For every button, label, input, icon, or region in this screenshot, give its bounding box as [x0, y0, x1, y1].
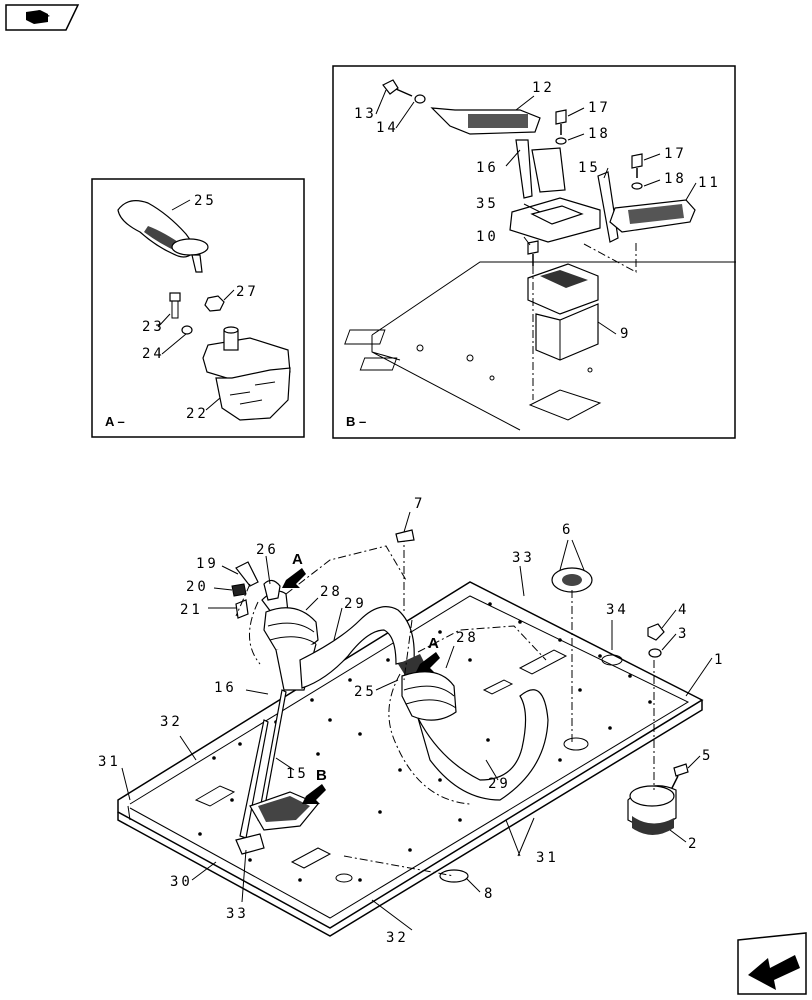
callout-4: 4 [678, 602, 689, 618]
book-arrow-icon [26, 10, 50, 24]
prev-page-button[interactable] [5, 4, 80, 31]
callout-33b: 33 [512, 550, 535, 566]
callout-16: 16 [476, 160, 499, 176]
callout-33a: 33 [226, 906, 249, 922]
callout-32b: 32 [386, 930, 409, 946]
svg-text:A: A [428, 635, 439, 652]
callout-15b: 15 [286, 766, 309, 782]
callout-13: 13 [354, 106, 377, 122]
callout-29a: 29 [344, 596, 367, 612]
callout-23: 23 [142, 319, 165, 335]
next-page-button[interactable] [737, 932, 807, 995]
callout-17a: 17 [588, 100, 611, 116]
callout-35: 35 [476, 196, 499, 212]
travel-valve [527, 263, 599, 361]
callout-1: 1 [714, 652, 725, 668]
callout-19: 19 [196, 556, 219, 572]
travel-pedal-right [609, 199, 696, 233]
floor-plate [117, 581, 704, 937]
callout-15: 15 [578, 160, 601, 176]
nut [204, 295, 225, 312]
callout-31a: 31 [98, 754, 121, 770]
washer [414, 94, 426, 104]
joystick-grip [117, 200, 209, 273]
callout-2: 2 [688, 836, 699, 852]
callout-18b: 18 [664, 171, 687, 187]
bolt [382, 79, 413, 97]
detail-a-label: A – [105, 414, 125, 429]
callout-5: 5 [702, 748, 713, 764]
view-arrow-b: B [302, 767, 327, 804]
svg-text:B: B [316, 767, 327, 784]
callout-28b: 28 [456, 630, 479, 646]
detail-b-label: B – [346, 414, 366, 429]
callout-3: 3 [678, 626, 689, 642]
callout-34: 34 [606, 602, 629, 618]
callout-25b: 25 [354, 684, 377, 700]
callout-9: 9 [620, 326, 631, 342]
washer [181, 325, 193, 335]
svg-text:A: A [292, 551, 303, 568]
callout-24: 24 [142, 346, 165, 362]
detail-a-panel: A – 25 27 23 24 22 [91, 178, 305, 438]
callout-16b: 16 [214, 680, 237, 696]
callout-8: 8 [484, 886, 495, 902]
foot-pedal [249, 791, 319, 831]
left-joystick [261, 590, 415, 691]
callout-17b: 17 [664, 146, 687, 162]
callout-10: 10 [476, 229, 499, 245]
callout-21: 21 [180, 602, 203, 618]
pilot-valve [202, 326, 291, 421]
callout-11: 11 [698, 175, 721, 191]
callout-26: 26 [256, 542, 279, 558]
travel-lever [239, 719, 269, 839]
right-joystick [398, 654, 549, 801]
callout-12: 12 [532, 80, 555, 96]
callout-28a: 28 [320, 584, 343, 600]
callout-29b: 29 [488, 776, 511, 792]
view-arrow-a2: A [416, 635, 440, 672]
callout-6: 6 [562, 522, 573, 538]
callout-25: 25 [194, 193, 217, 209]
callout-14: 14 [376, 120, 399, 136]
callout-31b: 31 [536, 850, 559, 866]
pedal-bracket [515, 139, 533, 199]
detail-b-panel: B – [332, 65, 736, 439]
floor-cover [551, 567, 593, 593]
bolt [169, 292, 181, 319]
callout-27: 27 [236, 284, 259, 300]
return-arrow-icon [748, 955, 800, 990]
view-arrow-a1: A [282, 551, 306, 588]
main-assembly: A A B 1 2 3 4 5 6 7 8 19 20 21 26 28 29 … [98, 496, 725, 946]
callout-18a: 18 [588, 126, 611, 142]
callout-7: 7 [414, 496, 425, 512]
callout-30: 30 [170, 874, 193, 890]
callout-32a: 32 [160, 714, 183, 730]
callout-20: 20 [186, 579, 209, 595]
travel-pedal-left [430, 107, 541, 135]
cab-mount [627, 785, 677, 835]
callout-22: 22 [186, 406, 209, 422]
